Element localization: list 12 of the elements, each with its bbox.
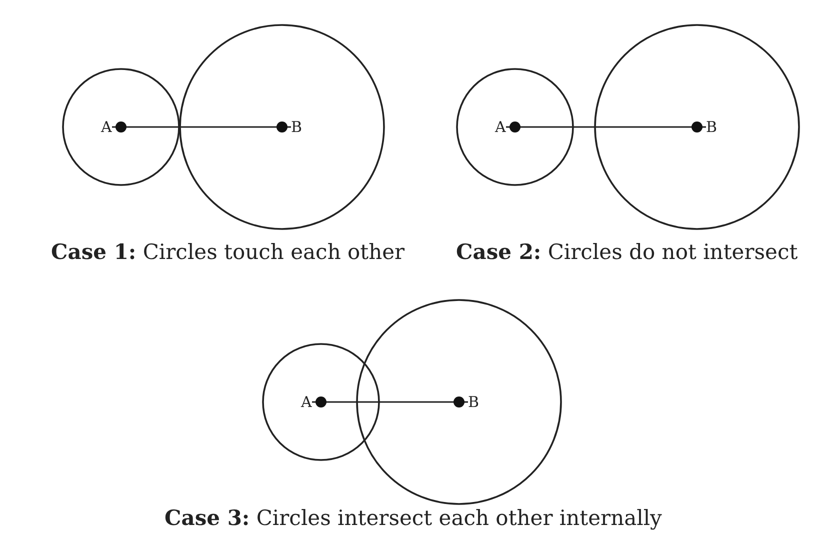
line-segment <box>112 126 291 128</box>
caption: Case 2: Circles do not intersect <box>456 239 798 265</box>
point-label: B <box>291 118 302 136</box>
point-label: B <box>468 393 480 411</box>
point-label: B <box>706 118 718 136</box>
point-label: A <box>101 118 112 136</box>
caption: Case 1: Circles touch each other <box>51 239 405 265</box>
point-label: A <box>495 118 506 136</box>
line-segment <box>506 126 706 128</box>
point-label: A <box>301 393 312 411</box>
line-segment <box>312 401 468 403</box>
caption: Case 3: Circles intersect each other internally <box>164 505 662 531</box>
